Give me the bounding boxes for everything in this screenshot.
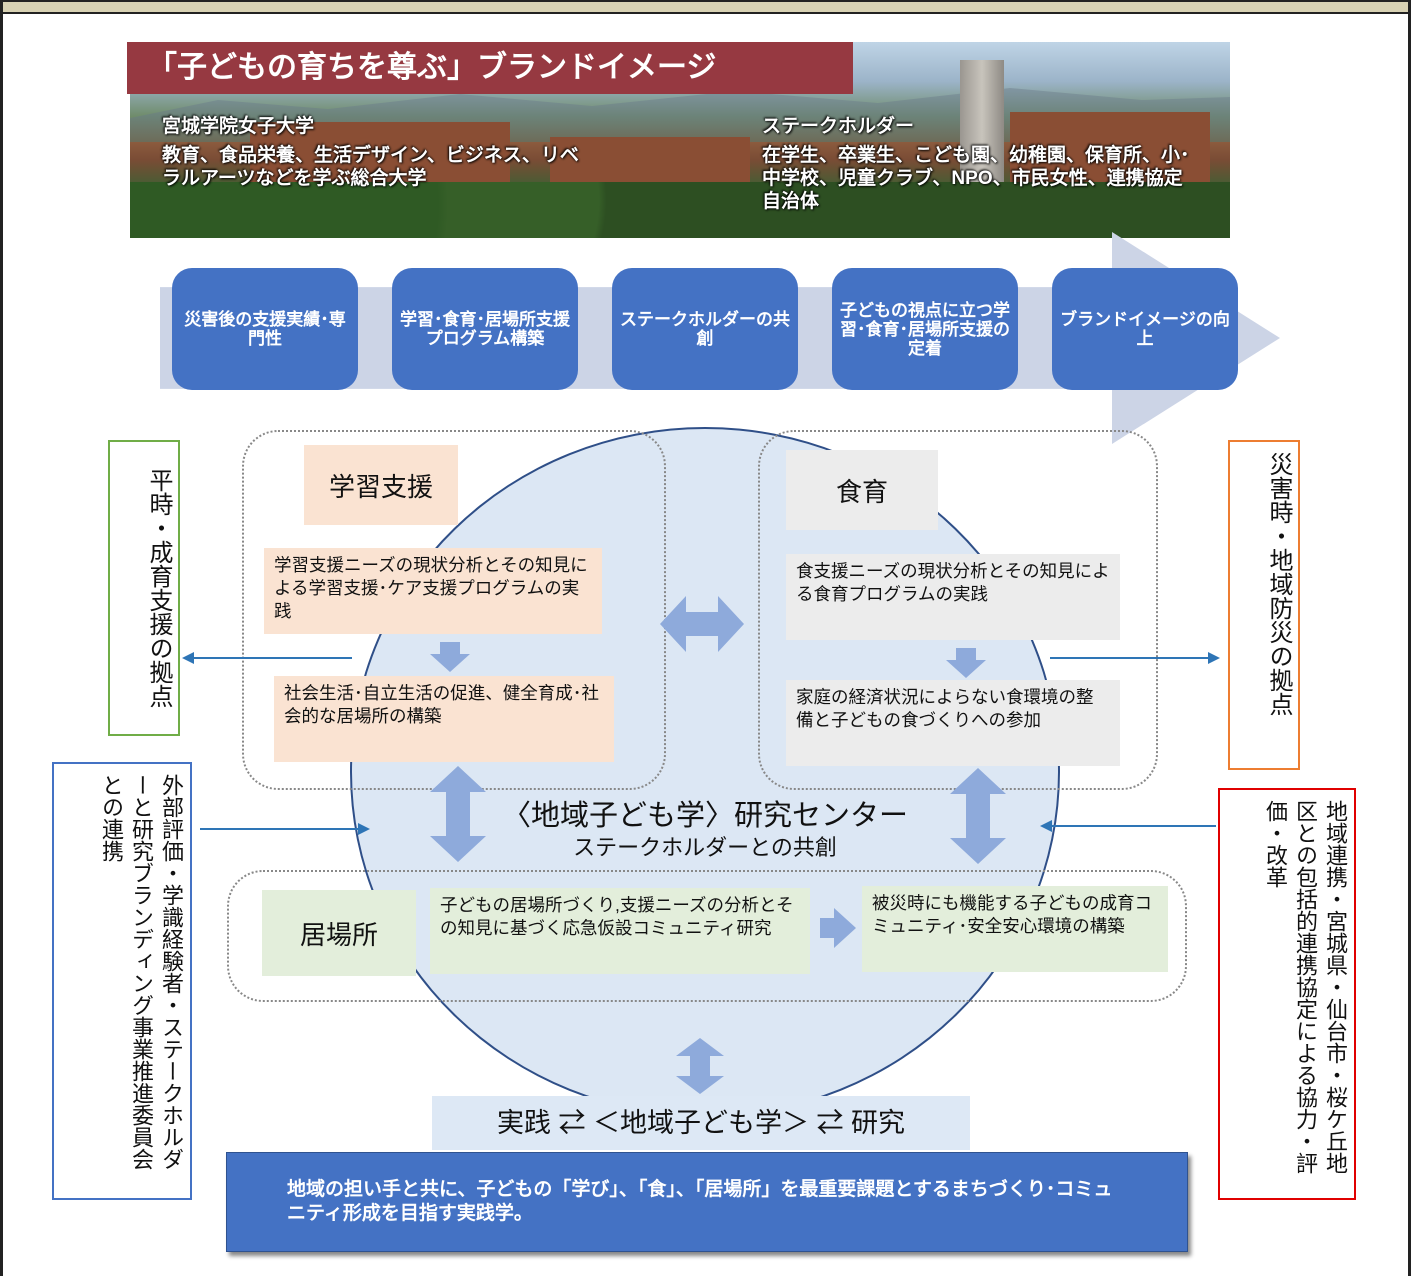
disaster-time-text: 災害時・地域防災の拠点 [1265,452,1292,716]
step-1: 災害後の支援実績･専門性 [172,268,358,390]
normal-time-box: 平時・成育支援の拠点 [108,440,180,736]
trees-shape [130,182,1230,238]
step-3: ステークホルダーの共創 [612,268,798,390]
learning-label: 学習支援 [304,445,458,525]
disaster-time-box: 災害時・地域防災の拠点 [1228,440,1300,770]
frame-left-border [0,0,3,1276]
right-arrow-icon [820,906,856,950]
step-5: ブランドイメージの向上 [1052,268,1238,390]
frame-right-border [1408,0,1411,1276]
stakeholders-title: ステークホルダー [762,116,915,137]
place-label: 居場所 [262,890,416,976]
building-shape [250,122,510,192]
university-desc: 教育、食品栄養、生活デザイン、ビジネス、リベラルアーツなどを学ぶ総合大学 [162,145,579,189]
university-name: 宮城学院女子大学 [162,116,315,137]
learning-text-1: 学習支援ニーズの現状分析とその知見による学習支援･ケア支援プログラムの実践 [264,548,602,634]
double-arrow-horizontal-icon [660,596,744,652]
connector-line [192,657,352,659]
campus-photo [130,42,1230,238]
step-4: 子どもの視点に立つ学習･食育･居場所支援の定着 [832,268,1018,390]
connector-line [1050,657,1210,659]
arrowhead-left [1040,820,1052,832]
down-arrow-icon [428,642,472,672]
learning-text-2: 社会生活･自立生活の促進、健全育成･社会的な居場所の構築 [274,676,614,762]
double-arrow-vertical-icon [430,766,486,862]
normal-time-text: 平時・成育支援の拠点 [145,468,172,708]
place-text-1: 子どもの居場所づくり,支援ニーズの分析とその知見に基づく応急仮設コミュニティ研究 [430,888,810,974]
food-text-1: 食支援ニーズの現状分析とその知見による食育プログラムの実践 [786,554,1120,640]
brand-title: 「子どもの育ちを尊ぶ」ブランドイメージ [127,42,853,94]
center-title: 〈地域子ども学〉研究センター [501,800,908,832]
top-bar [0,0,1411,14]
mission-statement-text: 地域の担い手と共に、子どもの「学び」、「食」、「居場所」を最重要課題とするまちづ… [287,1179,1113,1224]
step-2: 学習･食育･居場所支援プログラム構築 [392,268,578,390]
food-text-2: 家庭の経済状況によらない食環境の整備と子どもの食づくりへの参加 [786,680,1120,766]
building-shape [1010,112,1210,182]
double-arrow-vertical-icon [950,768,1006,864]
arrowhead-right [1208,652,1220,664]
food-label: 食育 [786,450,938,530]
connector-line [200,828,360,830]
center-circle [350,427,1060,1117]
down-arrow-icon [944,648,988,678]
connector-line [1050,825,1216,827]
regional-text: 地域連携・宮城県・仙台市・桜ケ丘地区との包括的連携協定による協力・評価・改革 [1263,800,1348,1174]
center-subtitle: ステークホルダーとの共創 [573,835,837,860]
place-text-2: 被災時にも機能する子どもの成育コミュニティ･安全安心環境の構築 [862,886,1168,972]
practice-research-bar: 実践 ⇄ ＜地域子ども学＞ ⇄ 研究 [432,1096,970,1150]
stakeholders-desc: 在学生、卒業生、こども園、幼稚園、保育所、小･中学校、児童クラブ、NPO、市民女… [762,145,1190,212]
mission-statement-box: 地域の担い手と共に、子どもの「学び」、「食」、「居場所」を最重要課題とするまちづ… [226,1152,1188,1252]
arrowhead-right [358,823,370,835]
regional-box: 地域連携・宮城県・仙台市・桜ケ丘地区との包括的連携協定による協力・評価・改革 [1218,788,1356,1200]
external-eval-box: 外部評価・学識経験者・ステークホルダーと研究ブランディング事業推進委員会との連携 [52,762,192,1200]
double-arrow-vertical-icon [676,1038,724,1094]
external-eval-text: 外部評価・学識経験者・ステークホルダーと研究ブランディング事業推進委員会との連携 [99,774,184,1170]
place-group [227,870,1187,1002]
arrowhead-left [182,652,194,664]
